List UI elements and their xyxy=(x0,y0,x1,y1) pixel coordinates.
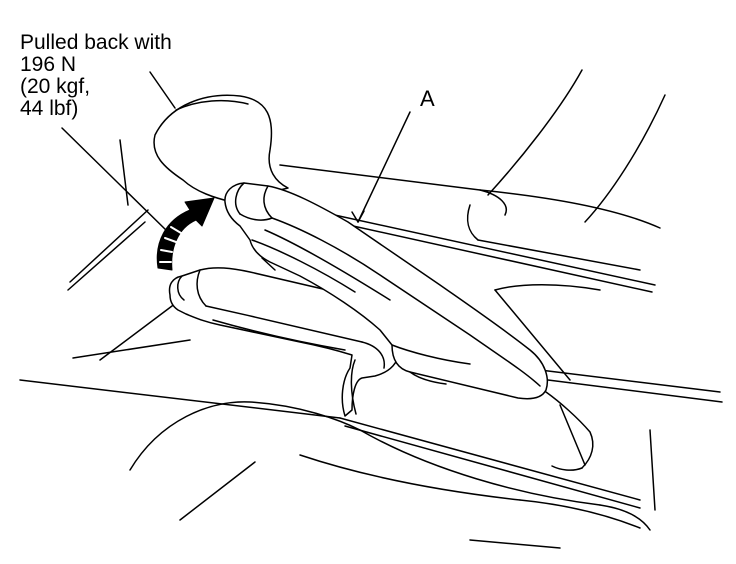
force-leader-line xyxy=(61,127,169,233)
shift-knob xyxy=(153,94,289,203)
center-console-outline xyxy=(19,69,723,549)
label-a-leader-line xyxy=(357,111,411,223)
force-callout-line-1: Pulled back with xyxy=(20,31,172,54)
part-label-a: A xyxy=(420,86,435,111)
leader-lines xyxy=(61,111,411,233)
secondary-lever xyxy=(168,267,399,417)
force-callout-line-4: 44 lbf) xyxy=(20,97,79,120)
force-callout: Pulled back with 196 N (20 kgf, 44 lbf) xyxy=(20,32,172,120)
pull-direction-arrow-icon xyxy=(156,197,215,271)
force-callout-line-3: (20 kgf, xyxy=(20,75,91,98)
parking-brake-lever-a xyxy=(224,182,594,471)
force-callout-line-2: 196 N xyxy=(20,53,77,76)
